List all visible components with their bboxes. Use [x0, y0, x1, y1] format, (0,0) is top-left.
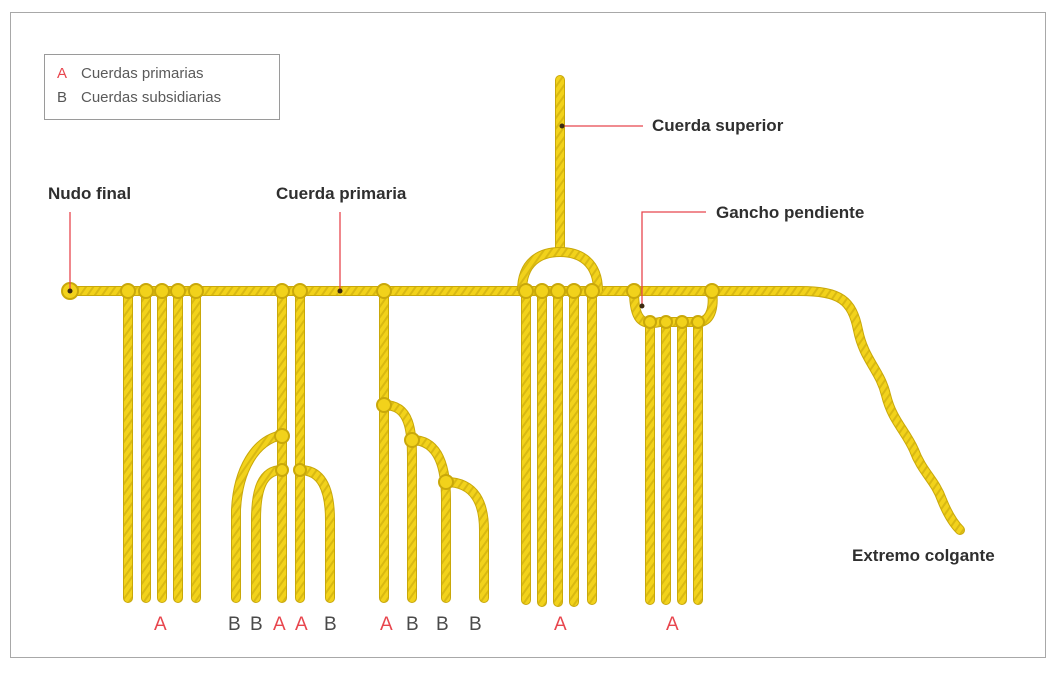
callout-cuerda-superior [559, 123, 643, 129]
legend-text: Cuerdas subsidiarias [81, 89, 222, 106]
pendant-group-5 [626, 283, 720, 605]
cord-letter: B [436, 614, 449, 635]
top-cord [517, 75, 603, 292]
pendant-group-3 [376, 283, 489, 603]
legend-key: A [57, 65, 68, 82]
cord-letter: B [228, 614, 241, 635]
label-cuerda-superior: Cuerda superior [652, 116, 784, 135]
cord-letter: A [273, 614, 286, 635]
cord-letter: B [250, 614, 263, 635]
legend-item-primary: A Cuerdas primarias [57, 65, 204, 82]
callout-gancho-pendiente [639, 211, 706, 309]
cord-letter: A [554, 614, 567, 635]
primary-cord [65, 286, 965, 535]
legend-key: B [57, 89, 68, 106]
cord-letter: A [154, 614, 167, 635]
cord-letter: B [324, 614, 337, 635]
cord-letter: A [295, 614, 308, 635]
cord-letter: B [406, 614, 419, 635]
legend-text: Cuerdas primarias [81, 65, 204, 82]
diagram-frame [10, 12, 1046, 658]
label-nudo-final: Nudo final [48, 184, 132, 203]
legend: A Cuerdas primarias B Cuerdas subsidiari… [44, 54, 280, 120]
pendant-group-2 [231, 283, 335, 603]
callout-cuerda-primaria [337, 212, 343, 294]
cord-letter: B [469, 614, 482, 635]
label-gancho-pendiente: Gancho pendiente [716, 203, 865, 222]
pendant-group-1 [120, 283, 204, 603]
label-extremo-colgante: Extremo colgante [852, 546, 995, 565]
legend-item-subsidiary: B Cuerdas subsidiarias [57, 89, 221, 106]
cord-letter: A [380, 614, 393, 635]
label-cuerda-primaria: Cuerda primaria [276, 184, 407, 203]
cord-letter: A [666, 614, 679, 635]
callout-nudo-final [67, 212, 73, 294]
pendant-group-4 [518, 283, 600, 607]
